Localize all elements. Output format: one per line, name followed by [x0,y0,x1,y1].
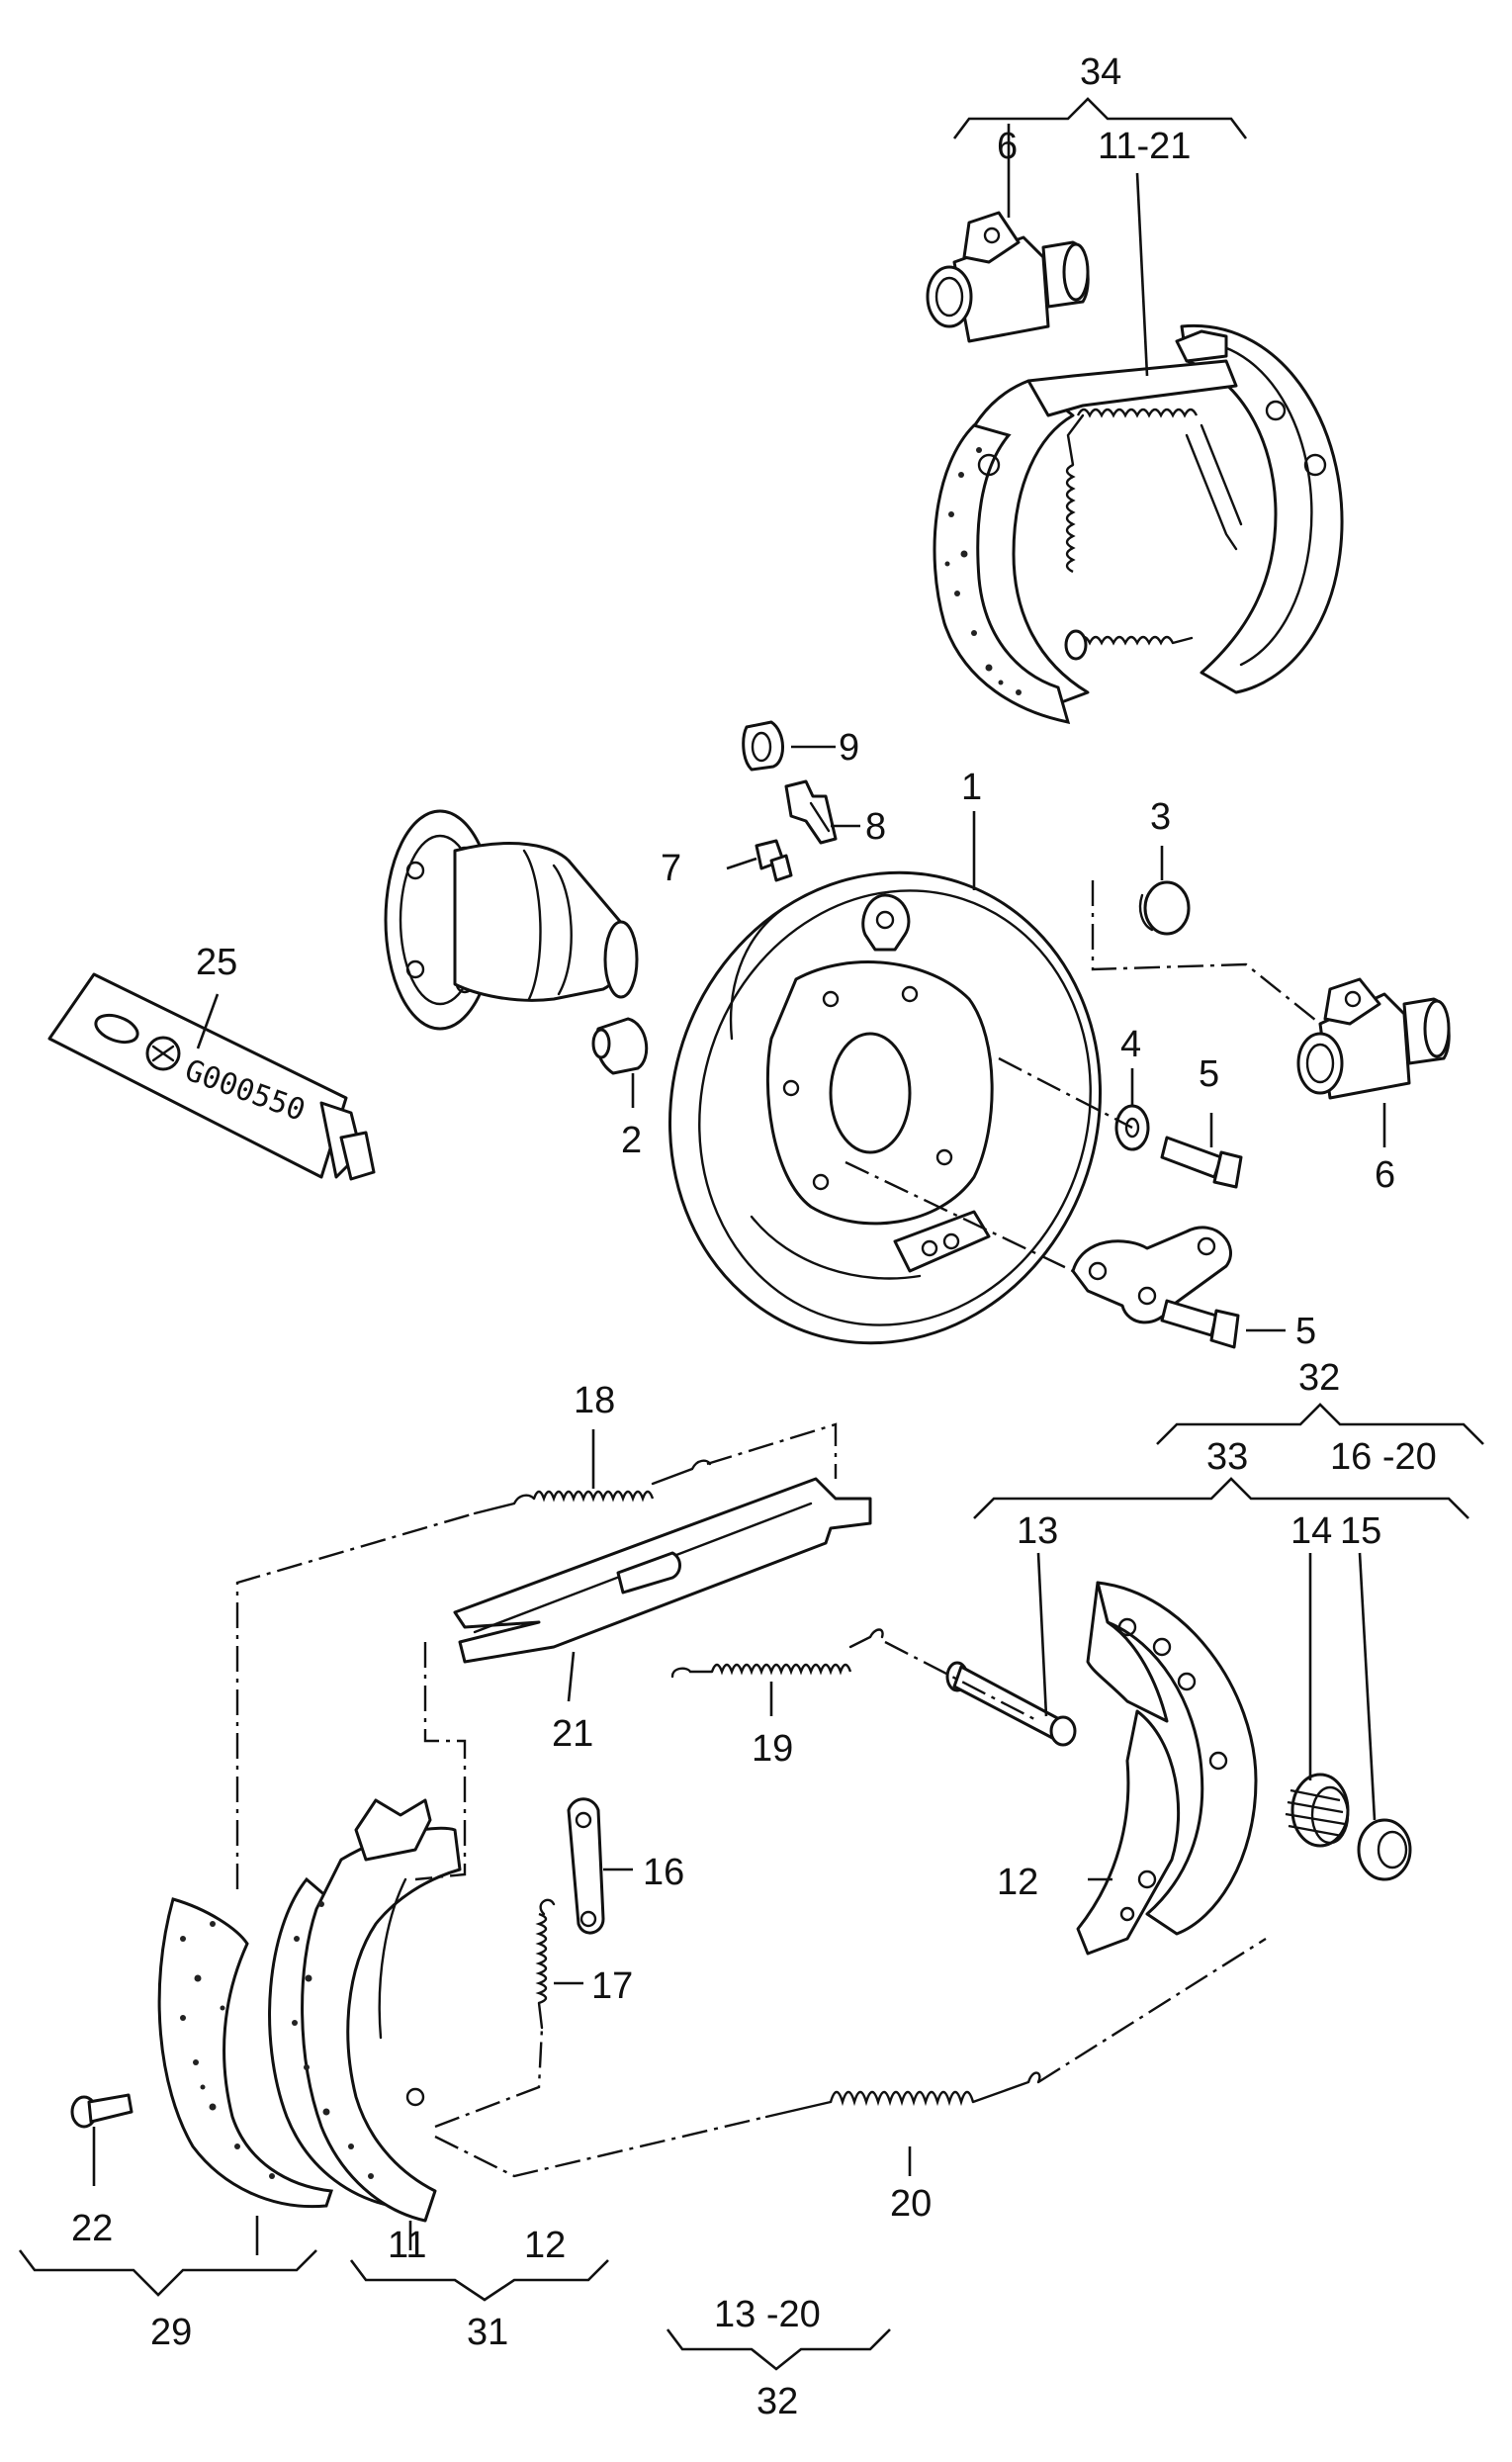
part-19-spring [670,1628,884,1679]
label-22: 22 [71,2208,113,2249]
label-20: 20 [890,2183,932,2225]
label-32-bottom: 32 [756,2381,798,2422]
part-6-wheel-cylinder-top [926,211,1090,343]
label-34: 34 [1080,51,1121,93]
label-13-20: 13 -20 [714,2294,821,2335]
label-16: 16 [643,1852,684,1893]
label-3: 3 [1150,796,1171,838]
part-5-bolt-lower [1160,1299,1240,1349]
label-32-top: 32 [1298,1357,1340,1399]
part-20-spring [764,2071,1041,2119]
label-1: 1 [961,767,982,808]
label-11-21: 11-21 [1098,126,1191,167]
label-4: 4 [1120,1024,1141,1065]
label-6-right: 6 [1375,1154,1395,1196]
label-5-upper: 5 [1199,1053,1219,1095]
part-9-bleeder-cap [742,720,784,772]
wheel-hub-bearing [384,809,639,1031]
part-17-spring [535,1898,556,2030]
part-1-backing-plate [667,870,1103,1345]
label-6-top: 6 [997,126,1018,167]
lining-dots-29 [180,1921,275,2179]
part-22-rivet [70,2093,133,2129]
label-18: 18 [574,1380,615,1421]
part-13-pin [945,1661,1077,1747]
assembly-lines [235,880,1321,2178]
label-19: 19 [752,1728,793,1770]
part-2-bushing [591,1017,649,1075]
label-25: 25 [196,942,237,983]
part-6-wheel-cylinder-right [1296,977,1451,1100]
label-13: 13 [1017,1510,1058,1552]
part-15-washer [1357,1818,1412,1881]
part-11-brake-shoe [268,1798,462,2223]
label-21: 21 [552,1713,593,1755]
label-17: 17 [591,1965,633,2007]
part-25-grease-tube: G000550 [47,972,376,1181]
part-7-bolt [755,839,793,882]
label-7: 7 [661,848,681,889]
part-8-bleeder-valve [784,779,838,845]
leader-lines [92,124,1386,2255]
part-3-plug [1138,880,1191,936]
part-29-brake-lining [157,1897,334,2209]
label-8: 8 [865,806,886,848]
lining-dots-shoe11 [292,1901,374,2179]
part-21-adjuster-strut [453,1477,872,1664]
label-12-bracket: 12 [524,2225,566,2266]
label-5-lower: 5 [1295,1311,1316,1352]
label-31: 31 [467,2312,508,2353]
part-adjuster-plate [1071,1226,1232,1324]
group-brackets [18,97,1484,2371]
part-labels: 34 6 11-21 9 8 7 1 3 25 4 5 6 2 5 18 32 … [71,51,1437,2422]
label-12-shoe: 12 [997,1862,1038,1903]
part-16-lever [567,1797,605,1935]
label-33: 33 [1206,1436,1248,1478]
label-29: 29 [150,2312,192,2353]
part-34-brake-kit-top [933,323,1344,724]
part-14-spring-cup [1285,1773,1350,1848]
label-11: 11 [388,2225,426,2266]
part-5-bolt-upper [1160,1136,1243,1189]
part-12-brake-shoe [1076,1581,1258,1956]
label-14: 14 [1290,1510,1332,1552]
label-2: 2 [621,1120,642,1161]
label-9: 9 [839,727,859,769]
label-15: 15 [1340,1510,1381,1552]
lining-dots-top [944,447,1022,695]
label-16-20: 16 -20 [1330,1436,1437,1478]
